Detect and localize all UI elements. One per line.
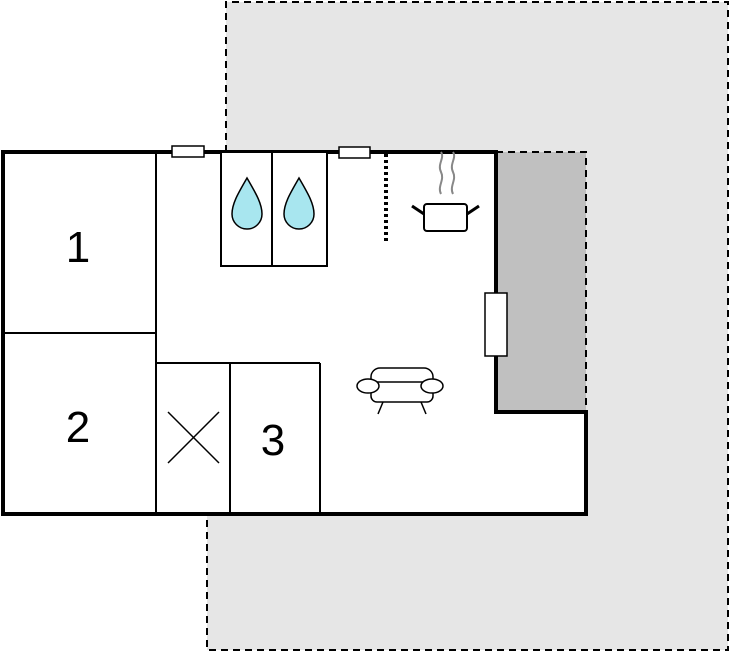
terrace-covered-outline	[496, 151, 587, 412]
window-top-left	[171, 145, 205, 158]
terrace-lower	[207, 514, 728, 650]
outer-walls	[1, 150, 588, 516]
terrace-upper-outline	[206, 1, 729, 651]
terrace-area	[206, 1, 729, 651]
terrace-right	[586, 152, 728, 514]
window-top-right	[338, 146, 371, 159]
water-drop-icon	[231, 176, 263, 230]
house-floor	[3, 152, 586, 514]
sink-unit	[220, 151, 328, 267]
room-label-1: 1	[66, 223, 90, 272]
sofa-arm-left	[356, 378, 380, 394]
room-label-2: 2	[66, 403, 90, 452]
sofa-leg-left	[377, 401, 384, 415]
door-terrace	[484, 292, 508, 357]
terrace-covered	[496, 152, 586, 412]
room-label-3: 3	[261, 416, 285, 465]
steam-icon	[438, 151, 456, 195]
sofa-icon	[356, 367, 444, 415]
cross-line-b	[167, 411, 220, 464]
terrace-upper	[226, 2, 728, 152]
sofa-leg-right	[420, 401, 427, 415]
pot-body	[423, 203, 468, 232]
interior-walls	[3, 152, 321, 514]
water-drop-icon	[283, 176, 315, 230]
cooking-pot-icon	[411, 151, 480, 232]
crossed-box-icon	[167, 411, 220, 464]
pot-handle-right	[466, 204, 480, 216]
sofa-arm-right	[420, 378, 444, 394]
pot-handle-left	[411, 204, 425, 216]
